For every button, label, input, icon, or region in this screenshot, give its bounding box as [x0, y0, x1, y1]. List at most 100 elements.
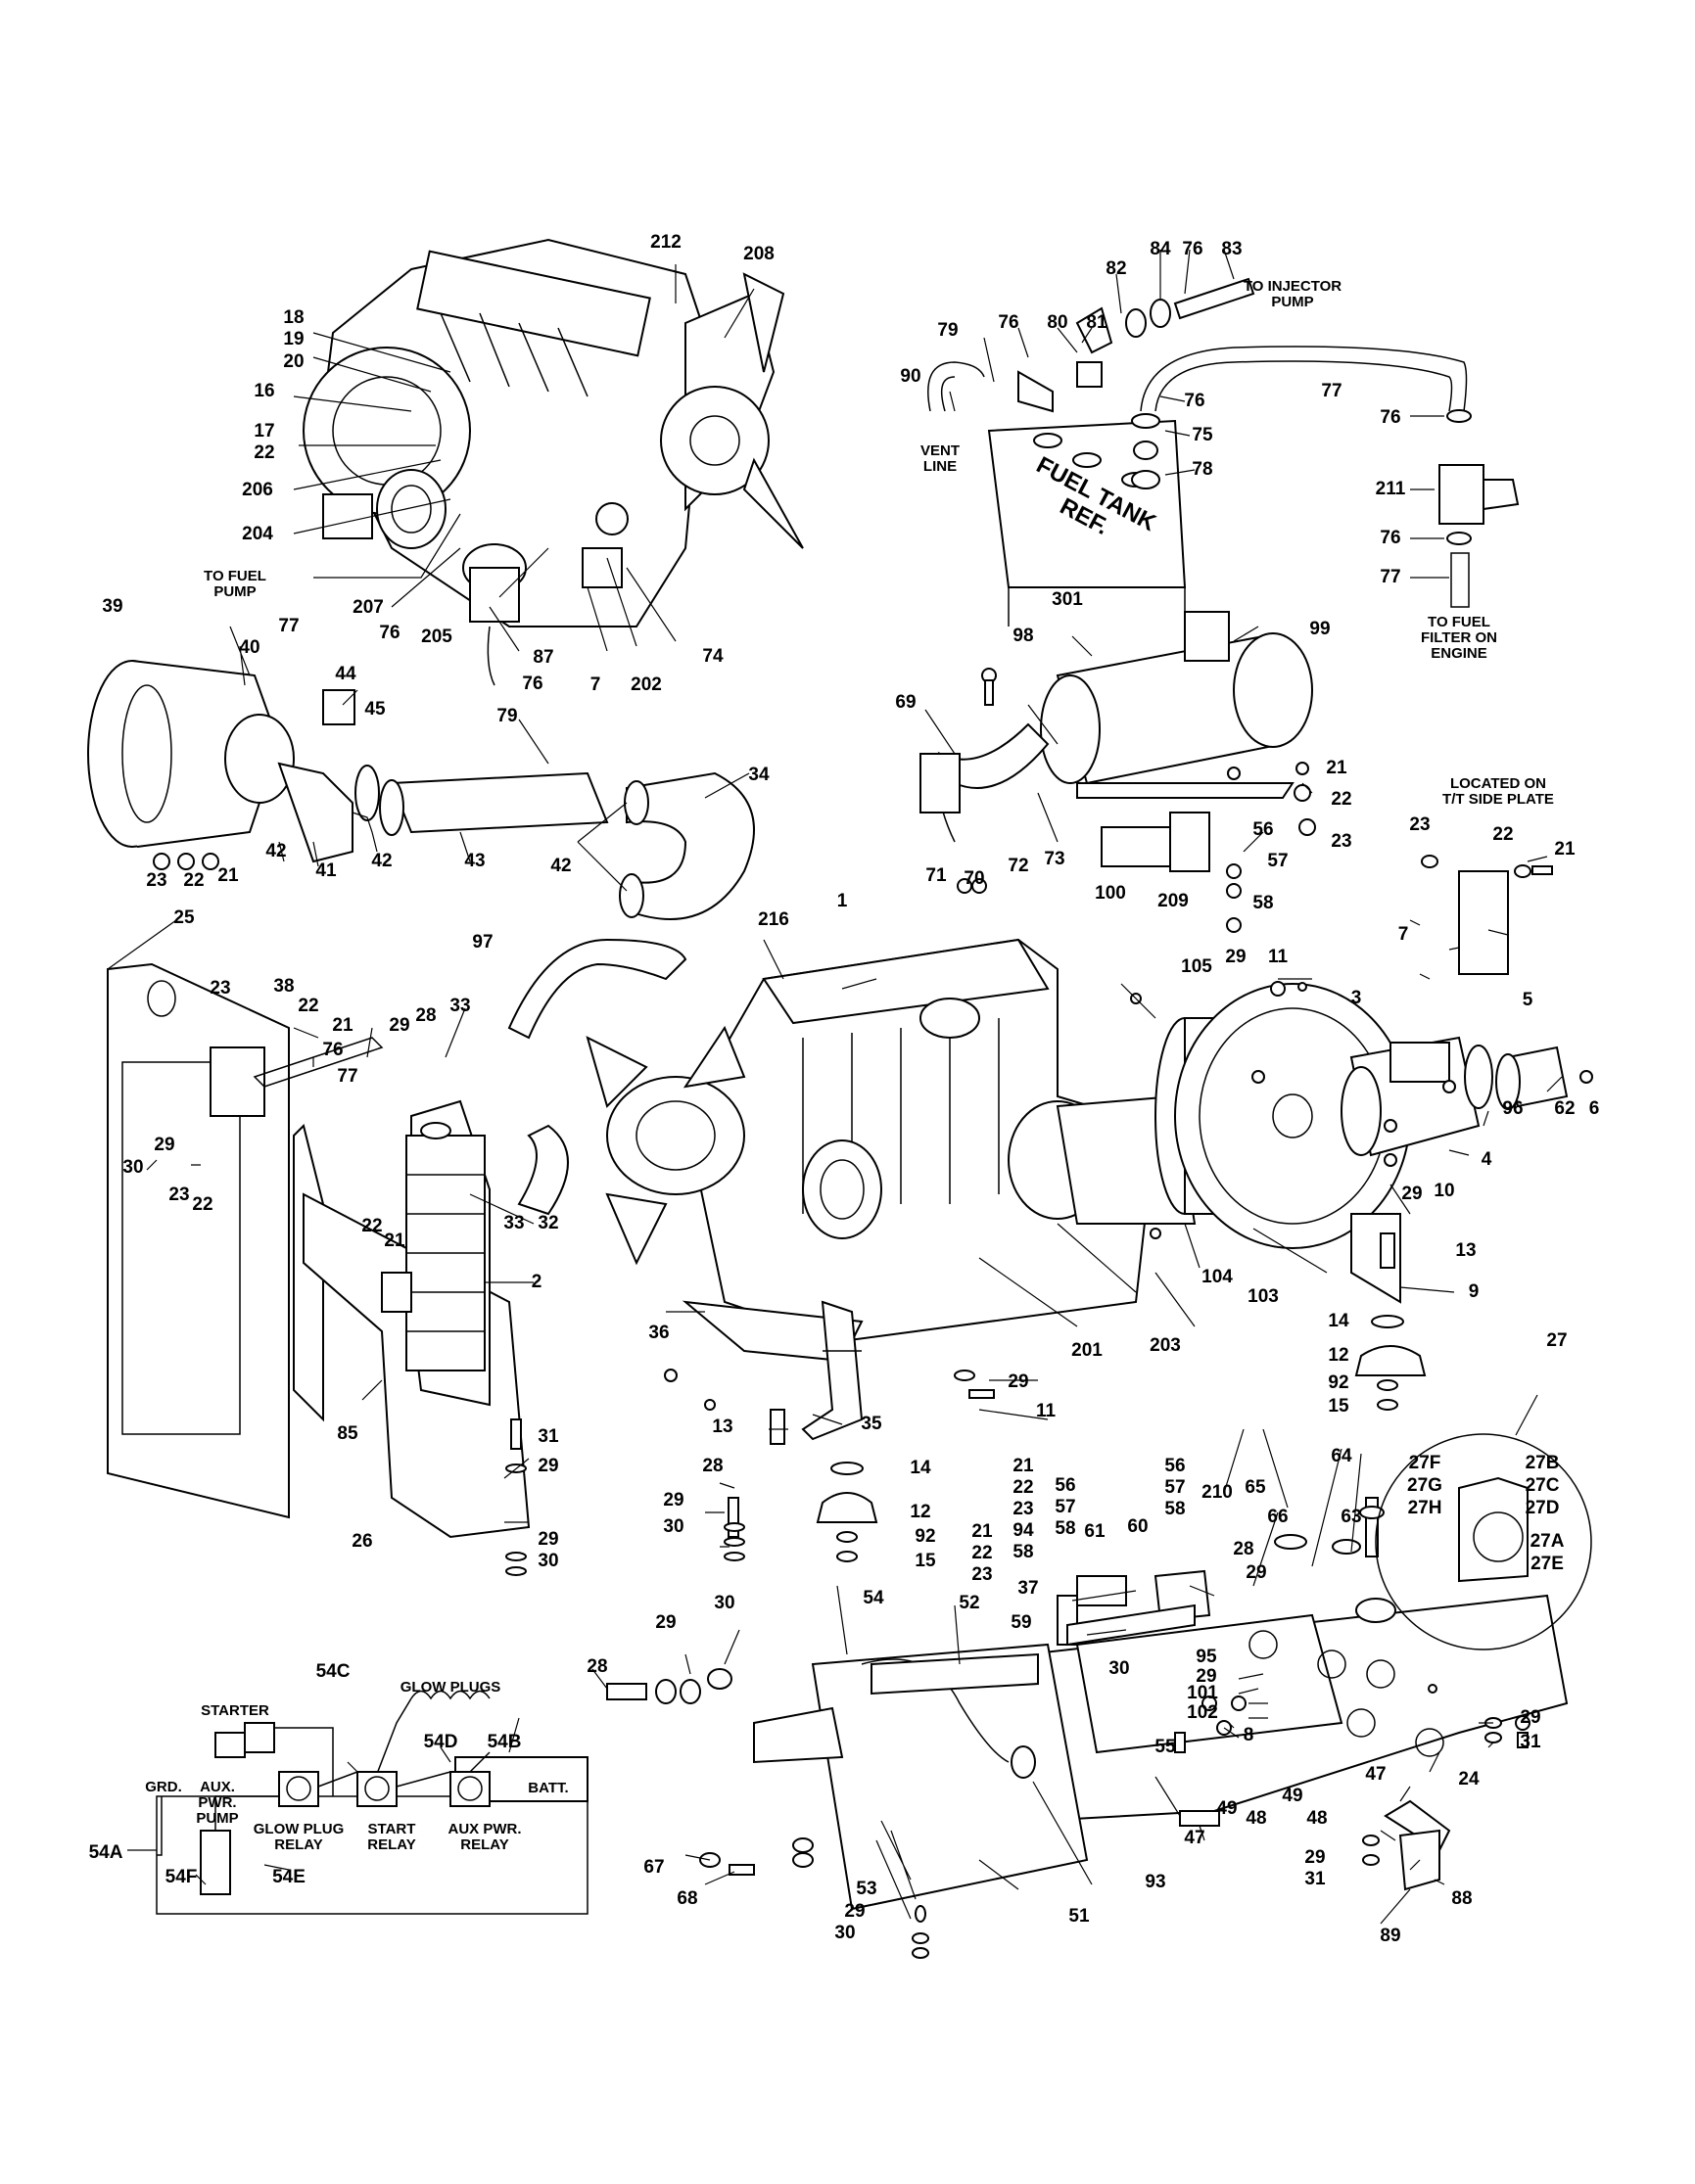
callout: 81 [1086, 312, 1107, 333]
callout: 23 [210, 978, 230, 999]
callout: 37 [1017, 1578, 1038, 1599]
callout: 100 [1095, 883, 1126, 904]
relay-detail-circle [1375, 1394, 1592, 1650]
callout: 29 [663, 1490, 683, 1510]
callout: 66 [1267, 1507, 1288, 1527]
callout: 77 [337, 1066, 357, 1087]
callout: 56 [1055, 1475, 1075, 1496]
callout: 54D [424, 1732, 458, 1752]
callout: 19 [283, 329, 304, 349]
engine-mounts [505, 1232, 1427, 1576]
callout: 42 [265, 841, 286, 861]
callout: 48 [1306, 1808, 1327, 1829]
callout: 29 [389, 1015, 409, 1036]
note-to-fuel-filter-l1: TO FUEL [1428, 614, 1490, 630]
callout: 95 [1196, 1647, 1217, 1667]
callout: 63 [1341, 1507, 1361, 1527]
callout: 205 [421, 627, 452, 647]
callout: 42 [550, 856, 571, 876]
callout: 216 [758, 909, 789, 930]
callout: 10 [1434, 1181, 1454, 1201]
callout: 206 [242, 480, 273, 500]
callout: 11 [1268, 947, 1289, 967]
callout: 68 [677, 1888, 697, 1909]
callout: 13 [712, 1417, 732, 1437]
callout: 212 [650, 232, 682, 253]
callout: 27B [1526, 1453, 1560, 1473]
callout: 54 [863, 1588, 884, 1608]
callout: 35 [861, 1414, 882, 1434]
callout: 29 [1008, 1371, 1028, 1392]
callout: 60 [1127, 1516, 1148, 1537]
callout: 33 [449, 996, 470, 1016]
callout: 29 [1304, 1847, 1325, 1868]
callout: 210 [1201, 1482, 1233, 1503]
callout: 31 [538, 1426, 559, 1447]
callout: 92 [1328, 1372, 1348, 1393]
callout: 29 [1225, 947, 1246, 967]
note-batt: BATT. [528, 1780, 568, 1796]
callout: 20 [283, 351, 304, 372]
callout: 16 [254, 381, 274, 401]
callout: 21 [384, 1231, 405, 1251]
note-to-fuel-pump-l2: PUMP [213, 583, 256, 600]
callout: 21 [971, 1521, 993, 1542]
note-to-injector-pump-l1: TO INJECTOR [1244, 278, 1342, 295]
note-vent-line-l2: LINE [923, 458, 957, 475]
callout: 30 [834, 1923, 855, 1943]
callout: 49 [1282, 1786, 1302, 1806]
note-start-relay-l2: RELAY [367, 1836, 415, 1853]
callout: 7 [1398, 924, 1409, 945]
muffler-assembly [919, 611, 1316, 933]
callout: 39 [102, 596, 122, 617]
callout: 54C [316, 1661, 351, 1682]
callout: 104 [1201, 1267, 1233, 1287]
callout: 54F [165, 1867, 198, 1887]
callout: 27G [1407, 1475, 1442, 1496]
callout: 77 [1380, 567, 1400, 587]
callout: 57 [1267, 851, 1288, 871]
callout: 12 [1328, 1345, 1348, 1366]
callout: 55 [1154, 1737, 1176, 1757]
callout: 14 [910, 1458, 931, 1478]
note-to-injector-pump-l2: PUMP [1271, 294, 1313, 310]
callout: 30 [714, 1593, 734, 1613]
callout: 85 [337, 1423, 358, 1444]
callout: 59 [1011, 1612, 1031, 1633]
callout: 57 [1164, 1477, 1185, 1498]
callout: 21 [1326, 758, 1347, 778]
callout: 58 [1252, 893, 1273, 913]
callout: 67 [643, 1857, 664, 1878]
callout: 204 [242, 524, 273, 544]
callout: 76 [322, 1040, 343, 1060]
callout: 56 [1252, 819, 1273, 840]
callout: 74 [702, 646, 724, 667]
side-plate-bracket [1421, 855, 1553, 975]
note-aux-pwr-pump-l1: AUX. [200, 1779, 235, 1795]
callout: 58 [1055, 1518, 1075, 1539]
callout: 105 [1181, 956, 1212, 977]
callout: 28 [587, 1656, 607, 1677]
callout: 9 [1469, 1281, 1480, 1302]
callout: 54A [89, 1842, 123, 1863]
callout: 31 [1520, 1732, 1541, 1752]
note-glow-plug-relay-l1: GLOW PLUG [254, 1821, 345, 1837]
note-to-fuel-filter-l2: FILTER ON [1421, 629, 1497, 646]
callout: 96 [1502, 1098, 1523, 1119]
callout: 78 [1192, 459, 1212, 480]
callout: 48 [1246, 1808, 1266, 1829]
note-aux-pwr-relay-l1: AUX PWR. [448, 1821, 522, 1837]
callout: 32 [538, 1213, 558, 1233]
callout: 72 [1008, 856, 1028, 876]
callout: 23 [971, 1564, 992, 1585]
callout: 211 [1376, 479, 1406, 499]
leader-lines [107, 249, 1563, 1925]
callout: 6 [1589, 1098, 1600, 1119]
